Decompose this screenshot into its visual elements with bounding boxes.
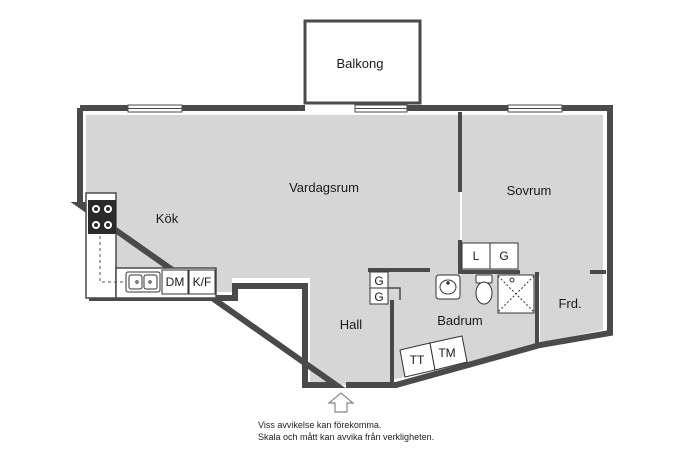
dryer-label: TT [410,353,425,367]
room-label-kitchen: Kök [156,211,179,226]
laundry-machines [399,335,468,378]
floor-main [86,115,460,385]
fridge-box [188,269,216,295]
fridge-label: K/F [193,275,212,289]
disclaimer-line-2: Skala och mått kan avvika från verklighe… [258,432,435,442]
sink-icon [125,271,161,293]
disclaimer-line-1: Viss avvikelse kan förekomma. [258,420,382,430]
floor-storage [540,275,603,343]
dishwasher-label: DM [166,275,185,289]
stove-icon [88,200,116,234]
wardrobe-l-label: L [473,249,480,263]
wardrobe-g-label: G [499,249,508,263]
service-line [99,236,130,283]
room-label-balcony: Balkong [337,56,384,71]
room-label-bathroom: Badrum [437,313,483,328]
closet-g2-label: G [374,290,383,304]
dishwasher-box [161,269,189,295]
floor-bedroom [462,115,603,275]
toilet-icon [475,274,493,305]
balcony-area [303,19,422,105]
room-label-hall: Hall [340,317,363,332]
closet-g2-box [369,287,389,305]
wardrobe-g-box [489,242,519,270]
shower-icon [497,274,535,314]
interior-walls [368,112,606,382]
room-label-living: Vardagsrum [289,180,359,195]
washbasin-icon [435,274,461,300]
closet-g1-label: G [374,274,383,288]
entrance-arrow-icon [327,392,355,413]
washer-label: TM [438,346,455,360]
room-label-storage: Frd. [558,296,581,311]
room-label-bedroom: Sovrum [507,183,552,198]
windows [127,104,563,113]
hall-wall-step [388,287,401,300]
